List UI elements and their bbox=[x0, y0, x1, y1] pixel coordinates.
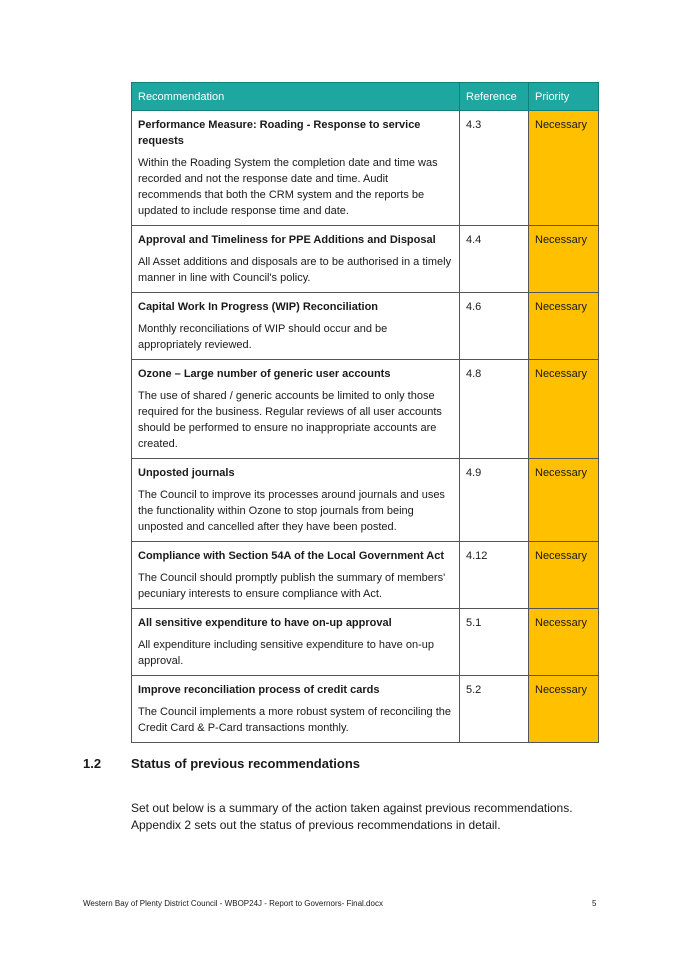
header-recommendation: Recommendation bbox=[131, 82, 460, 111]
reference-cell: 4.12 bbox=[459, 541, 529, 609]
recommendation-body: The Council implements a more robust sys… bbox=[138, 706, 452, 734]
section-paragraph: Set out below is a summary of the action… bbox=[131, 801, 573, 832]
table-row: Compliance with Section 54A of the Local… bbox=[131, 541, 599, 609]
recommendation-title: All sensitive expenditure to have on-up … bbox=[138, 617, 392, 629]
table-row: Capital Work In Progress (WIP) Reconcili… bbox=[131, 292, 599, 360]
table-row: Approval and Timeliness for PPE Addition… bbox=[131, 225, 599, 293]
priority-cell: Necessary bbox=[528, 359, 599, 459]
recommendation-cell: Improve reconciliation process of credit… bbox=[131, 675, 460, 743]
recommendation-body: Monthly reconciliations of WIP should oc… bbox=[138, 323, 388, 351]
section-number: 1.2 bbox=[83, 756, 102, 771]
recommendation-cell: Approval and Timeliness for PPE Addition… bbox=[131, 225, 460, 293]
recommendation-title: Unposted journals bbox=[138, 467, 235, 479]
table-row: Improve reconciliation process of credit… bbox=[131, 675, 599, 743]
priority-cell: Necessary bbox=[528, 225, 599, 293]
recommendation-title: Ozone – Large number of generic user acc… bbox=[138, 368, 391, 380]
reference-cell: 4.8 bbox=[459, 359, 529, 459]
priority-cell: Necessary bbox=[528, 675, 599, 743]
reference-cell: 5.1 bbox=[459, 608, 529, 676]
recommendation-cell: Performance Measure: Roading - Response … bbox=[131, 110, 460, 226]
section-heading: Status of previous recommendations bbox=[131, 756, 360, 771]
recommendation-cell: Ozone – Large number of generic user acc… bbox=[131, 359, 460, 459]
recommendation-cell: All sensitive expenditure to have on-up … bbox=[131, 608, 460, 676]
header-priority: Priority bbox=[528, 82, 599, 111]
recommendation-title: Approval and Timeliness for PPE Addition… bbox=[138, 234, 436, 246]
table-row: Ozone – Large number of generic user acc… bbox=[131, 359, 599, 459]
page-number: 5 bbox=[592, 899, 597, 908]
recommendation-body: All Asset additions and disposals are to… bbox=[138, 256, 452, 284]
recommendations-table: Recommendation Reference Priority Perfor… bbox=[131, 82, 599, 743]
table-row: Performance Measure: Roading - Response … bbox=[131, 110, 599, 226]
table-header-row: Recommendation Reference Priority bbox=[131, 82, 599, 111]
priority-cell: Necessary bbox=[528, 541, 599, 609]
reference-cell: 4.6 bbox=[459, 292, 529, 360]
recommendation-title: Capital Work In Progress (WIP) Reconcili… bbox=[138, 301, 379, 313]
recommendation-title: Performance Measure: Roading - Response … bbox=[138, 119, 421, 147]
priority-cell: Necessary bbox=[528, 608, 599, 676]
recommendation-title: Compliance with Section 54A of the Local… bbox=[138, 550, 445, 562]
recommendation-cell: Compliance with Section 54A of the Local… bbox=[131, 541, 460, 609]
recommendation-body: The use of shared / generic accounts be … bbox=[138, 390, 442, 450]
reference-cell: 4.9 bbox=[459, 458, 529, 542]
recommendation-body: The Council should promptly publish the … bbox=[138, 572, 446, 600]
priority-cell: Necessary bbox=[528, 110, 599, 226]
reference-cell: 4.3 bbox=[459, 110, 529, 226]
reference-cell: 5.2 bbox=[459, 675, 529, 743]
recommendation-cell: Unposted journals The Council to improve… bbox=[131, 458, 460, 542]
priority-cell: Necessary bbox=[528, 292, 599, 360]
recommendation-body: Within the Roading System the completion… bbox=[138, 157, 438, 217]
recommendation-title: Improve reconciliation process of credit… bbox=[138, 684, 380, 696]
priority-cell: Necessary bbox=[528, 458, 599, 542]
recommendation-cell: Capital Work In Progress (WIP) Reconcili… bbox=[131, 292, 460, 360]
recommendation-body: All expenditure including sensitive expe… bbox=[138, 639, 434, 667]
footer-document-name: Western Bay of Plenty District Council -… bbox=[83, 899, 383, 908]
table-row: All sensitive expenditure to have on-up … bbox=[131, 608, 599, 676]
header-reference: Reference bbox=[459, 82, 529, 111]
reference-cell: 4.4 bbox=[459, 225, 529, 293]
recommendation-body: The Council to improve its processes aro… bbox=[138, 489, 445, 533]
table-row: Unposted journals The Council to improve… bbox=[131, 458, 599, 542]
